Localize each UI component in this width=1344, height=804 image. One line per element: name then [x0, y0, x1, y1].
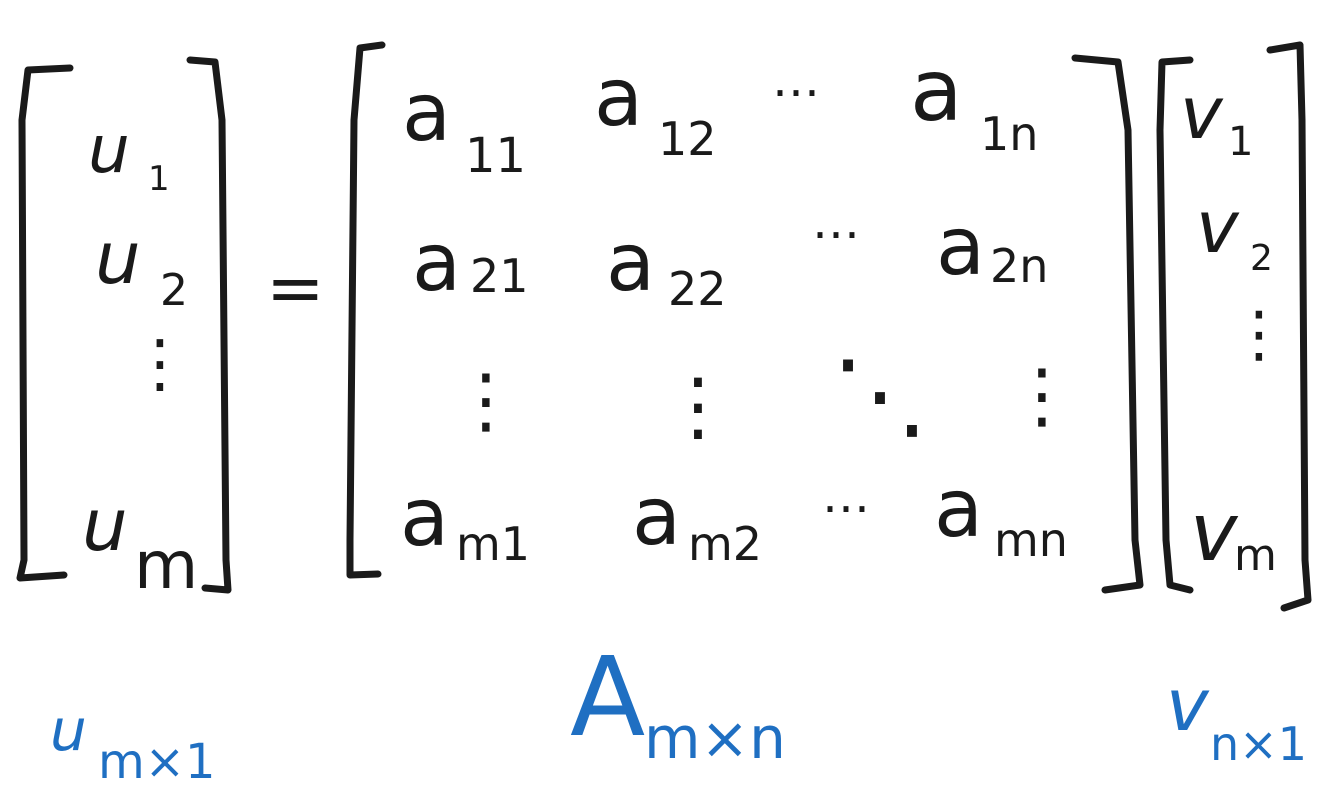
am1-base: a: [400, 471, 449, 564]
row2-hdots: ⋯: [812, 206, 860, 262]
a-right-bracket: [1071, 54, 1144, 594]
amn-sub: mn: [994, 513, 1068, 567]
a22-base: a: [606, 216, 655, 309]
coln-vdots: ⋮: [1006, 353, 1078, 437]
row4-hdots: ⋯: [822, 480, 870, 536]
diag-ddots: ⋱: [832, 339, 928, 451]
v2-base: v: [1196, 185, 1240, 269]
um-base: u: [82, 483, 128, 567]
v2-sub: 2: [1250, 238, 1273, 279]
v-vector: v 1 v 2 ⋮ v m: [1156, 41, 1312, 612]
u-label-base: u: [50, 696, 87, 764]
u-right-bracket: [186, 56, 232, 594]
v-right-bracket: [1266, 41, 1312, 612]
am1-sub: m1: [456, 517, 530, 571]
col2-vdots: ⋮: [660, 361, 736, 450]
u1-base: u: [88, 111, 130, 188]
a11-sub: 11: [465, 128, 526, 184]
col1-vdots: ⋮: [450, 358, 522, 442]
a11-base: a: [402, 66, 451, 159]
a-label-base: A: [570, 633, 645, 761]
v-label-base: v: [1166, 663, 1210, 747]
matrix-a: a 11 a 12 ⋯ a 1n a 21 a 22 ⋯ a 2n ⋮ ⋮ ⋱ …: [346, 41, 1144, 594]
a2n-base: a: [936, 200, 985, 293]
u-label-sub: m×1: [98, 734, 216, 790]
v1-sub: 1: [1228, 119, 1253, 165]
a22-sub: 22: [668, 262, 727, 316]
a21-sub: 21: [470, 249, 529, 303]
amn-base: a: [934, 462, 983, 555]
v-vdots: ⋮: [1228, 297, 1290, 370]
v-label-sub: n×1: [1210, 717, 1307, 771]
vm-sub: m: [1234, 530, 1277, 581]
am2-sub: m2: [688, 517, 762, 571]
u1-sub: 1: [148, 159, 170, 199]
a1n-base: a: [910, 41, 963, 141]
a21-base: a: [412, 216, 461, 309]
am2-base: a: [632, 470, 681, 563]
equals-sign: =: [266, 247, 325, 329]
u2-base: u: [95, 216, 141, 300]
a2n-sub: 2n: [990, 239, 1048, 293]
dimension-labels: u m×1 A m×n v n×1: [50, 633, 1307, 790]
u2-sub: 2: [160, 265, 188, 316]
u-vdots: ⋮: [128, 327, 192, 401]
u-vector: u 1 u 2 ⋮ u m: [16, 56, 232, 604]
v1-base: v: [1180, 71, 1224, 155]
v-left-bracket: [1156, 56, 1194, 594]
a12-base: a: [594, 51, 643, 144]
a-label-sub: m×n: [644, 704, 786, 772]
a12-sub: 12: [658, 112, 717, 166]
u-left-bracket: [16, 64, 74, 582]
vm-base: v: [1190, 486, 1239, 579]
um-sub: m: [134, 527, 198, 604]
a-left-bracket: [346, 41, 386, 579]
a1n-sub: 1n: [980, 107, 1038, 161]
row1-hdots: ⋯: [772, 64, 820, 120]
